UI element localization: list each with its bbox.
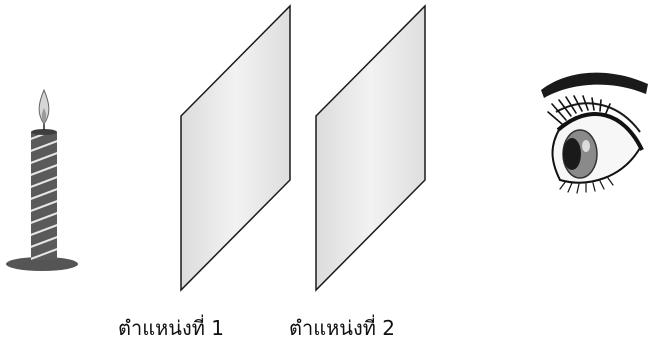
label-position-2: ตำแหน่งที่ 2 [289, 316, 395, 340]
eye-highlight [582, 140, 590, 152]
candle-icon [6, 90, 78, 271]
label-position-1: ตำแหน่งที่ 1 [118, 316, 224, 340]
panel-position-2 [316, 6, 425, 290]
panel-position-1 [181, 6, 290, 290]
pupil [563, 138, 581, 170]
eyebrow [541, 73, 648, 98]
candle-body [31, 132, 57, 260]
eye-icon [541, 73, 648, 193]
